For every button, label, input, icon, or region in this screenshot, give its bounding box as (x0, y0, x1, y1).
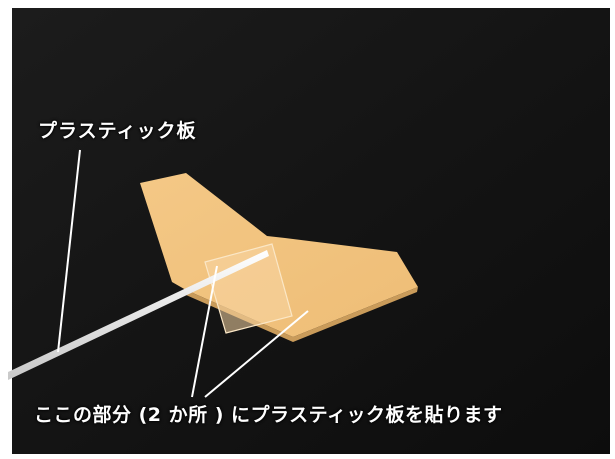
dark-board (12, 8, 610, 454)
instruction-label: ここの部分 (2 か所 ) にプラスティック板を貼ります (34, 404, 503, 426)
plastic-rod (8, 250, 269, 380)
paper-model (140, 173, 418, 337)
leader-line-left (191, 265, 218, 398)
plastic-plate-label: プラスティック板 (38, 120, 197, 142)
plastic-panel (204, 243, 293, 334)
leader-line-top (57, 149, 81, 353)
leader-line-right (204, 310, 309, 398)
